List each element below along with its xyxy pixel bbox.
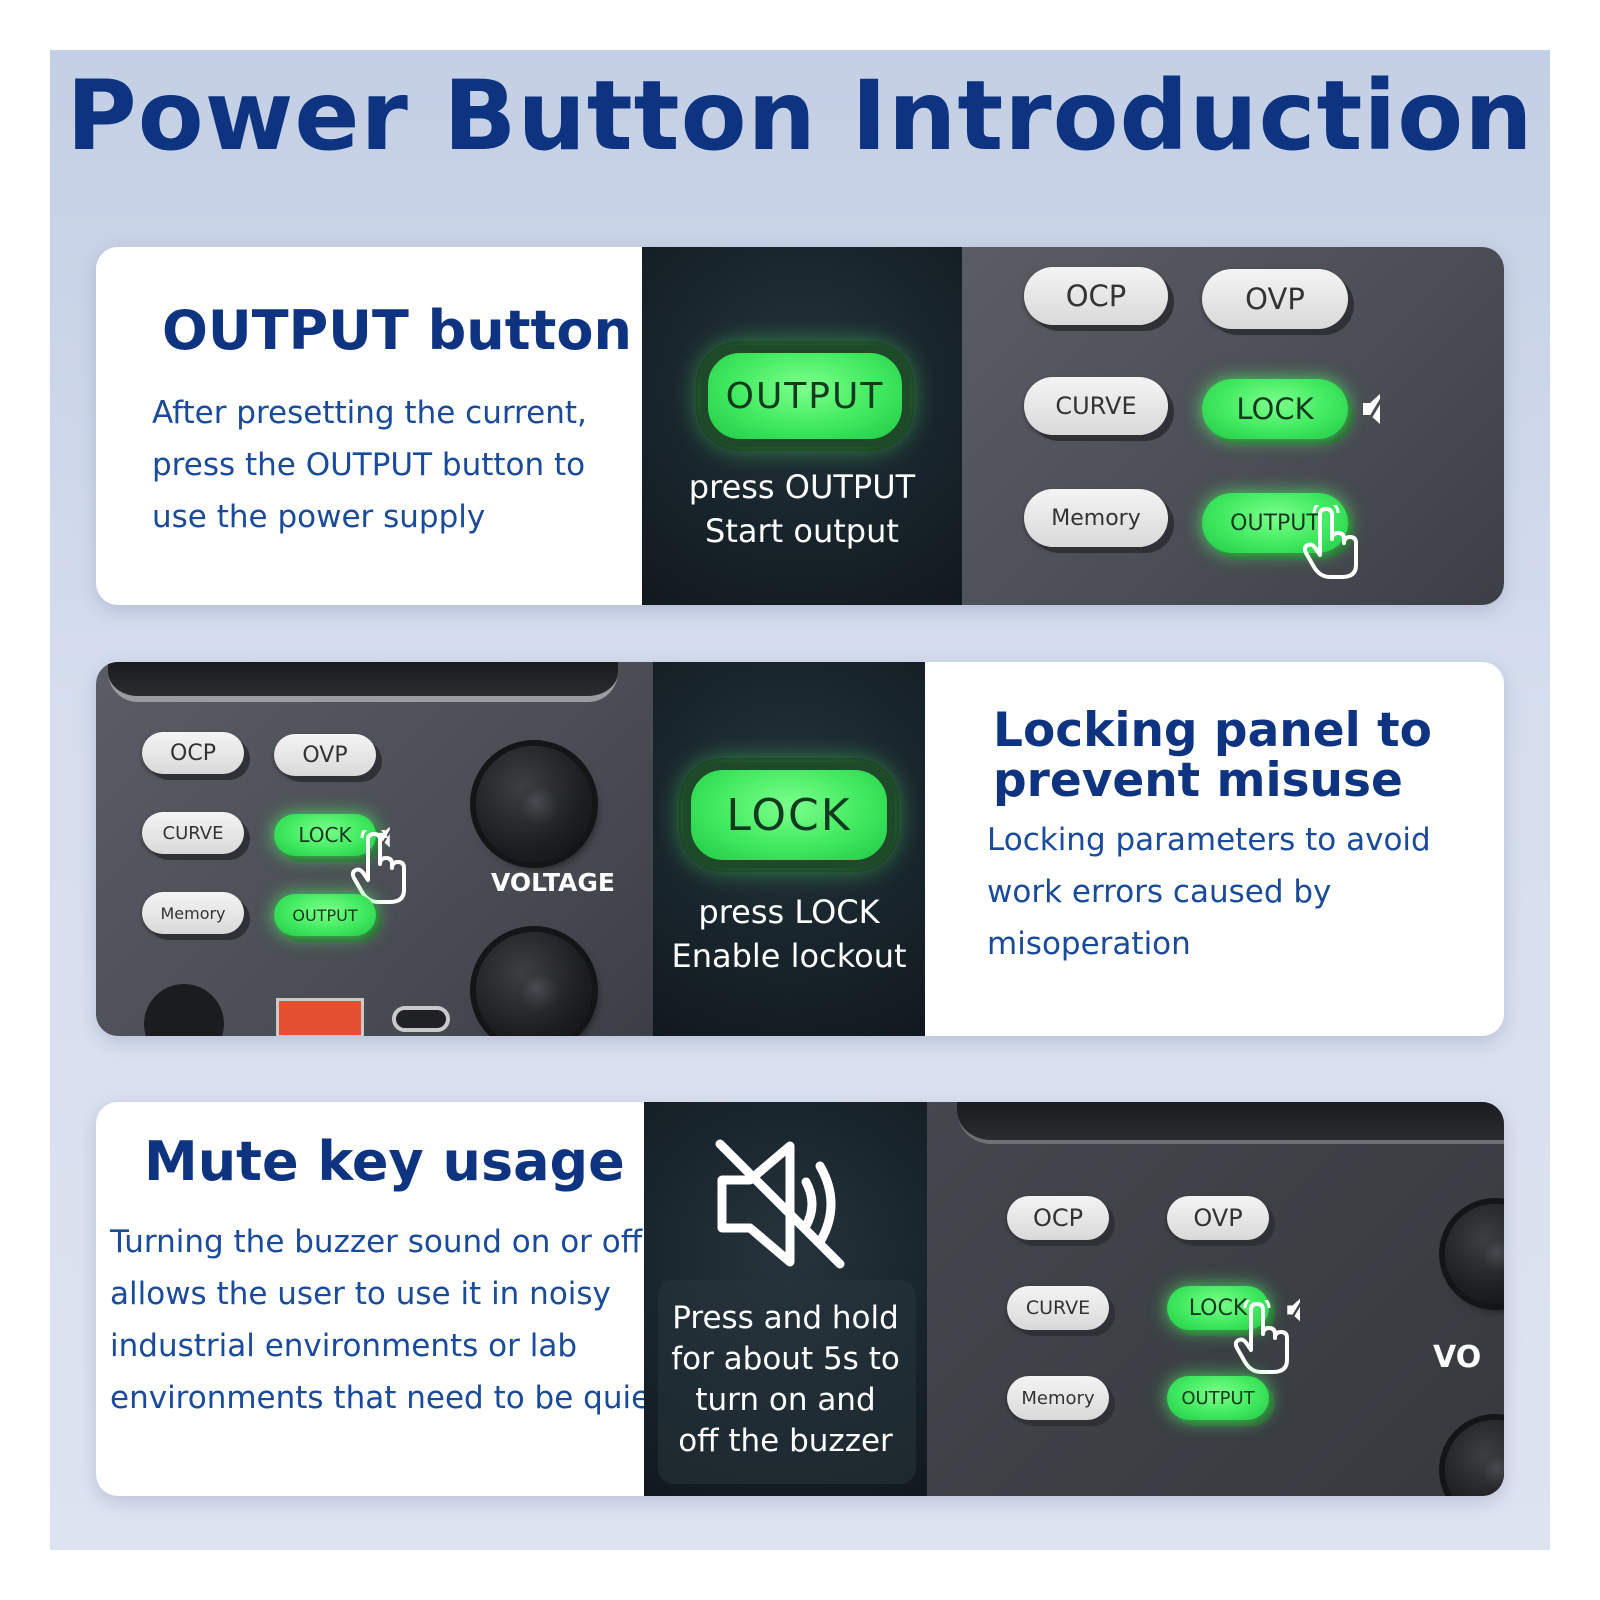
lock-panel-card: OCP OVP CURVE LOCK Memory OUTPUT VOLTAGE…: [96, 662, 1504, 1036]
caption-line: turn on and: [695, 1382, 876, 1418]
description-line: After presetting the current,: [152, 395, 587, 431]
power-switch[interactable]: [144, 984, 224, 1036]
caption: Press and hold for about 5s to turn on a…: [644, 1298, 927, 1462]
description-line: Turning the buzzer sound on or off ,: [110, 1224, 662, 1260]
ovp-button[interactable]: OVP: [274, 734, 376, 776]
caption-line: press OUTPUT: [688, 468, 916, 506]
caption-line: Press and hold: [672, 1300, 899, 1336]
display-screen-edge: [957, 1102, 1504, 1144]
voltage-knob[interactable]: [1445, 1204, 1504, 1304]
device-panel: OCP OVP CURVE LOCK Memory OUTPUT: [962, 247, 1504, 605]
heading-line: Locking panel to: [993, 703, 1432, 758]
curve-button[interactable]: CURVE: [142, 812, 244, 854]
description-line: use the power supply: [152, 499, 486, 535]
description-line: Locking parameters to avoid: [987, 822, 1431, 858]
caption-line: for about 5s to: [671, 1341, 900, 1377]
usb-a-port: [276, 998, 364, 1036]
caption-line: off the buzzer: [678, 1423, 893, 1459]
memory-button[interactable]: Memory: [1024, 489, 1168, 547]
description-line: press the OUTPUT button to: [152, 447, 586, 483]
caption-line: press LOCK: [698, 893, 880, 931]
section-heading: Mute key usage: [144, 1130, 625, 1193]
memory-button[interactable]: Memory: [142, 892, 244, 934]
device-panel: OCP OVP CURVE LOCK Memory OUTPUT VOLTAGE: [96, 662, 653, 1036]
speaker-icon: [1363, 394, 1386, 426]
dark-highlight-panel: OUTPUT press OUTPUT Start output: [642, 247, 962, 605]
section-description: After presetting the current, press the …: [152, 387, 587, 543]
caption: press LOCK Enable lockout: [653, 890, 925, 978]
ovp-button[interactable]: OVP: [1167, 1196, 1269, 1240]
memory-button[interactable]: Memory: [1007, 1376, 1109, 1420]
lock-button[interactable]: LOCK: [1202, 379, 1348, 439]
curve-button[interactable]: CURVE: [1024, 377, 1168, 435]
mute-speaker-icon: [715, 1139, 845, 1269]
output-button-card: OUTPUT button After presetting the curre…: [96, 247, 1504, 605]
pointing-hand-icon: [1233, 1300, 1289, 1374]
display-screen-edge: [108, 662, 618, 702]
caption-line: Start output: [705, 512, 899, 550]
ovp-button[interactable]: OVP: [1202, 269, 1348, 329]
output-button[interactable]: OUTPUT: [1167, 1376, 1269, 1420]
lock-highlight-button: LOCK: [683, 762, 895, 868]
caption-line: Enable lockout: [671, 937, 907, 975]
voltage-knob[interactable]: [476, 746, 592, 862]
section-heading: OUTPUT button: [162, 299, 632, 362]
description-line: allows the user to use it in noisy: [110, 1276, 611, 1312]
section-description: Turning the buzzer sound on or off , all…: [110, 1216, 672, 1424]
caption-box: [658, 1280, 916, 1484]
voltage-label-partial: VO: [1433, 1340, 1482, 1375]
output-button[interactable]: OUTPUT: [1202, 493, 1348, 553]
dark-highlight-panel: Press and hold for about 5s to turn on a…: [644, 1102, 927, 1496]
mute-key-card: Mute key usage Turning the buzzer sound …: [96, 1102, 1504, 1496]
output-highlight-button: OUTPUT: [700, 345, 910, 447]
section-description: Locking parameters to avoid work errors …: [987, 814, 1431, 970]
ocp-button[interactable]: OCP: [1007, 1196, 1109, 1240]
pointing-hand-icon: [1302, 505, 1358, 579]
curve-button[interactable]: CURVE: [1007, 1286, 1109, 1330]
usb-c-port: [392, 1006, 450, 1032]
section-heading: Locking panel to prevent misuse: [993, 706, 1432, 806]
voltage-label: VOLTAGE: [490, 868, 615, 897]
page-title: Power Button Introduction: [66, 60, 1534, 172]
speaker-icon: [1287, 1298, 1304, 1323]
ocp-button[interactable]: OCP: [1024, 267, 1168, 325]
output-button[interactable]: OUTPUT: [274, 894, 376, 936]
current-knob[interactable]: [1445, 1420, 1504, 1496]
lock-button[interactable]: LOCK: [274, 814, 376, 856]
description-line: environments that need to be quiet.: [110, 1380, 673, 1416]
description-line: misoperation: [987, 926, 1191, 962]
description-line: work errors caused by: [987, 874, 1332, 910]
dark-highlight-panel: LOCK press LOCK Enable lockout: [653, 662, 925, 1036]
pointing-hand-icon: [350, 830, 406, 904]
caption: press OUTPUT Start output: [642, 465, 962, 553]
ocp-button[interactable]: OCP: [142, 732, 244, 774]
description-line: industrial environments or lab: [110, 1328, 577, 1364]
heading-line: prevent misuse: [993, 753, 1403, 808]
device-panel: OCP OVP CURVE LOCK Memory OUTPUT VO: [927, 1102, 1504, 1496]
current-knob[interactable]: [476, 932, 592, 1036]
